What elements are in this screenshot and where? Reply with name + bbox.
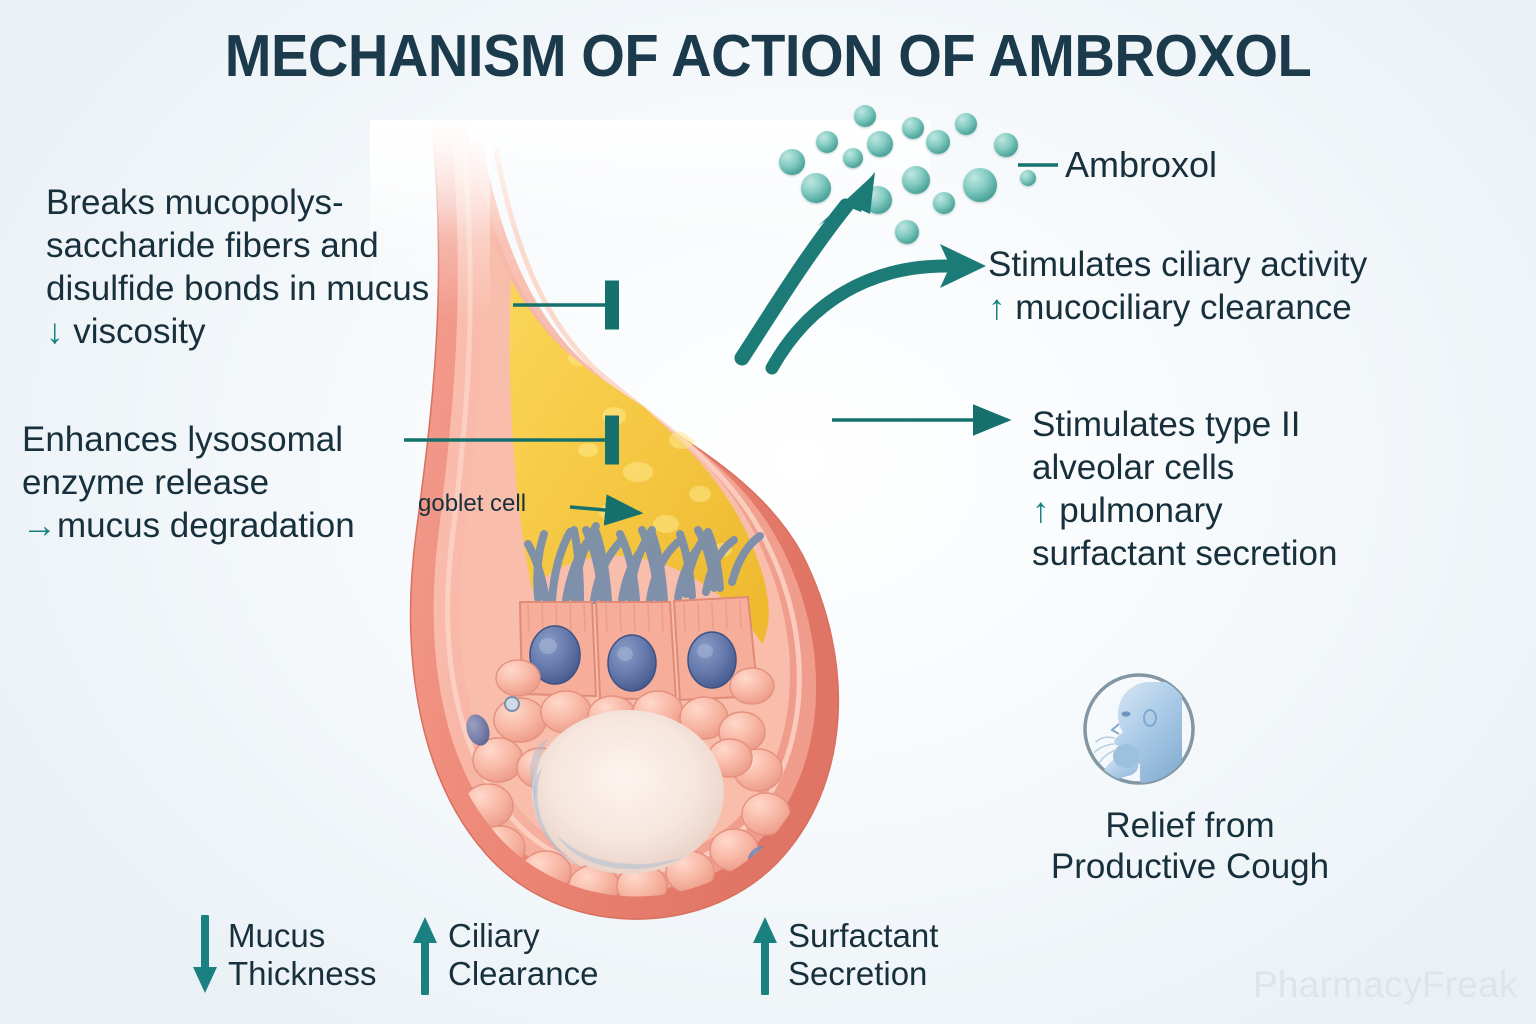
ambroxol-particle xyxy=(867,131,893,157)
cilia xyxy=(524,522,764,604)
effect-text: viscosity xyxy=(73,312,206,352)
relief-label: Relief from Productive Cough xyxy=(1000,805,1380,888)
summary-item-surfactant-secretion: Surfactant Secretion xyxy=(752,915,938,995)
ambroxol-particle xyxy=(843,148,863,168)
goblet-nucleus xyxy=(607,634,657,692)
line: Stimulates ciliary activity xyxy=(988,245,1368,284)
up-arrow-icon: ↑ xyxy=(1032,491,1050,531)
line: Mucus xyxy=(228,916,326,954)
summary-text: Mucus Thickness xyxy=(228,917,377,994)
right-arrow-icon: → xyxy=(22,506,57,546)
line: Thickness xyxy=(228,955,377,992)
goblet-cells xyxy=(518,595,760,702)
down-arrow-icon: ↓ xyxy=(46,312,64,352)
effect-line: ↓ viscosity xyxy=(46,310,606,353)
lumen xyxy=(532,710,724,874)
ambroxol-particle xyxy=(933,192,955,214)
summary-text: Surfactant Secretion xyxy=(788,917,938,994)
alveolar-sac xyxy=(462,659,791,897)
ambroxol-particle xyxy=(864,186,892,214)
line: Ciliary xyxy=(448,916,540,954)
down-arrow-icon xyxy=(193,915,217,993)
up-arrow-icon xyxy=(753,917,777,995)
summary-text: Ciliary Clearance xyxy=(448,917,598,994)
line: Surfactant xyxy=(788,916,939,954)
ambroxol-particle xyxy=(854,105,876,127)
effect-text: mucociliary clearance xyxy=(1015,288,1352,328)
line: disulfide bonds in mucus xyxy=(46,269,430,309)
line: Productive Cough xyxy=(1050,847,1330,887)
page-title: MECHANISM OF ACTION OF AMBROXOL xyxy=(224,23,1312,89)
line: Enhances lysosomal xyxy=(22,420,343,459)
line: surfactant secretion xyxy=(1032,534,1338,574)
summary-item-mucus-thickness: Mucus Thickness xyxy=(192,915,377,995)
ambroxol-particle xyxy=(895,220,919,244)
ambroxol-particle xyxy=(963,168,997,202)
line: enzyme release xyxy=(22,463,270,503)
up-arrow-icon xyxy=(413,917,437,995)
ambroxol-particle xyxy=(1020,170,1036,186)
up-arrow-icon: ↑ xyxy=(988,288,1006,328)
person-coughing-icon xyxy=(1078,668,1200,790)
ambroxol-particle xyxy=(801,173,831,203)
line: Clearance xyxy=(448,955,599,992)
line: saccharide fibers and xyxy=(46,226,379,266)
line: alveolar cells xyxy=(1032,448,1235,488)
ambroxol-particle xyxy=(902,117,924,139)
effect-line: ↑ pulmonary xyxy=(1032,489,1492,532)
text-block-mucopolysaccharide: Breaks mucopolys- saccharide fibers and … xyxy=(46,181,606,353)
effect-line: ↑ mucociliary clearance xyxy=(988,286,1508,329)
line: Breaks mucopolys- xyxy=(46,183,344,222)
summary-item-ciliary-clearance: Ciliary Clearance xyxy=(412,915,598,995)
line: Secretion xyxy=(788,955,928,992)
ambroxol-particle xyxy=(926,130,950,154)
text-block-lysosomal: Enhances lysosomal enzyme release →mucus… xyxy=(22,418,602,547)
callout-goblet-cell: goblet cell xyxy=(418,490,527,517)
ambroxol-particle xyxy=(816,131,838,153)
effect-line: →mucus degradation xyxy=(22,504,602,547)
ambroxol-particle xyxy=(994,133,1018,157)
effect-text: mucus degradation xyxy=(57,506,355,546)
text-block-type-ii-alveolar: Stimulates type II alveolar cells ↑ pulm… xyxy=(1032,403,1492,575)
line: Stimulates type II xyxy=(1032,405,1301,444)
line: Relief from xyxy=(1105,806,1275,845)
ambroxol-particle xyxy=(779,149,805,175)
watermark: PharmacyFreak xyxy=(1252,964,1518,1005)
text-block-ciliary-activity: Stimulates ciliary activity ↑ mucociliar… xyxy=(988,243,1508,329)
ambroxol-particle xyxy=(955,113,977,135)
ambroxol-particles xyxy=(770,105,1070,244)
callout-ambroxol: Ambroxol xyxy=(1065,144,1218,185)
goblet-nucleus xyxy=(687,631,737,689)
ambroxol-particle xyxy=(902,166,930,194)
effect-text: pulmonary xyxy=(1059,491,1223,531)
